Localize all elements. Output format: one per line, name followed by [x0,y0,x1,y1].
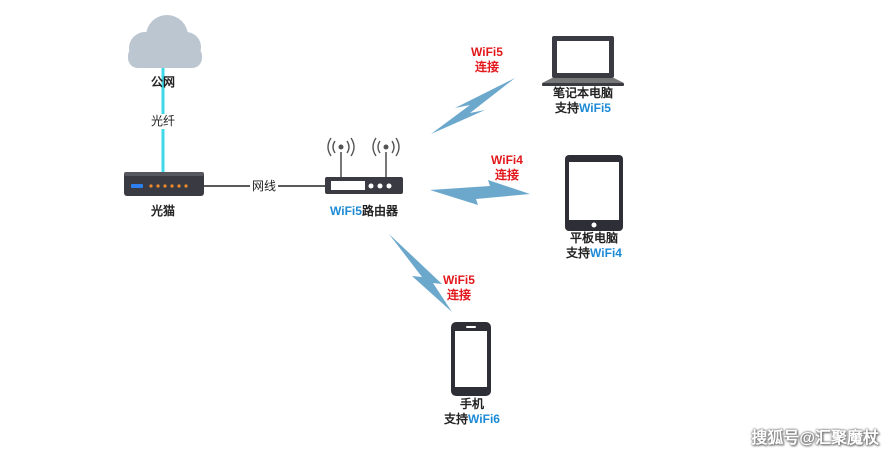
tablet-connection-label: WiFi4 连接 [491,153,523,182]
watermark: 搜狐号@汇聚魔杖 [751,430,879,447]
phone-support: 支持WiFi6 [444,412,500,426]
laptop-connection-label: WiFi5 连接 [471,45,503,74]
laptop-icon [542,36,624,86]
phone-connection-label: WiFi5 连接 [443,273,475,302]
wireless-link-phone [389,234,452,312]
internet-label: 公网 [150,75,176,89]
phone-name: 手机 [459,397,485,411]
fiber-label: 光纤 [148,114,178,129]
ethernet-label: 网线 [249,179,279,194]
laptop-name: 笔记本电脑 [552,86,614,100]
phone-icon [451,322,491,396]
modem-icon [124,172,204,196]
router-label-text: 路由器 [361,204,398,218]
router-icon [325,137,403,194]
tablet-support: 支持WiFi4 [566,246,622,260]
tablet-icon [565,155,623,231]
router-label-standard: WiFi5 [330,204,362,218]
laptop-support: 支持WiFi5 [555,101,611,115]
phone-label: 手机 支持WiFi6 [444,397,500,427]
router-label: WiFi5路由器 [330,204,398,219]
laptop-label: 笔记本电脑 支持WiFi5 [553,86,613,116]
tablet-label: 平板电脑 支持WiFi4 [566,231,622,261]
modem-label: 光猫 [150,204,176,218]
tablet-name: 平板电脑 [569,231,619,245]
wireless-link-laptop [431,78,515,134]
cloud-icon [128,15,202,68]
wireless-link-tablet [430,180,530,205]
